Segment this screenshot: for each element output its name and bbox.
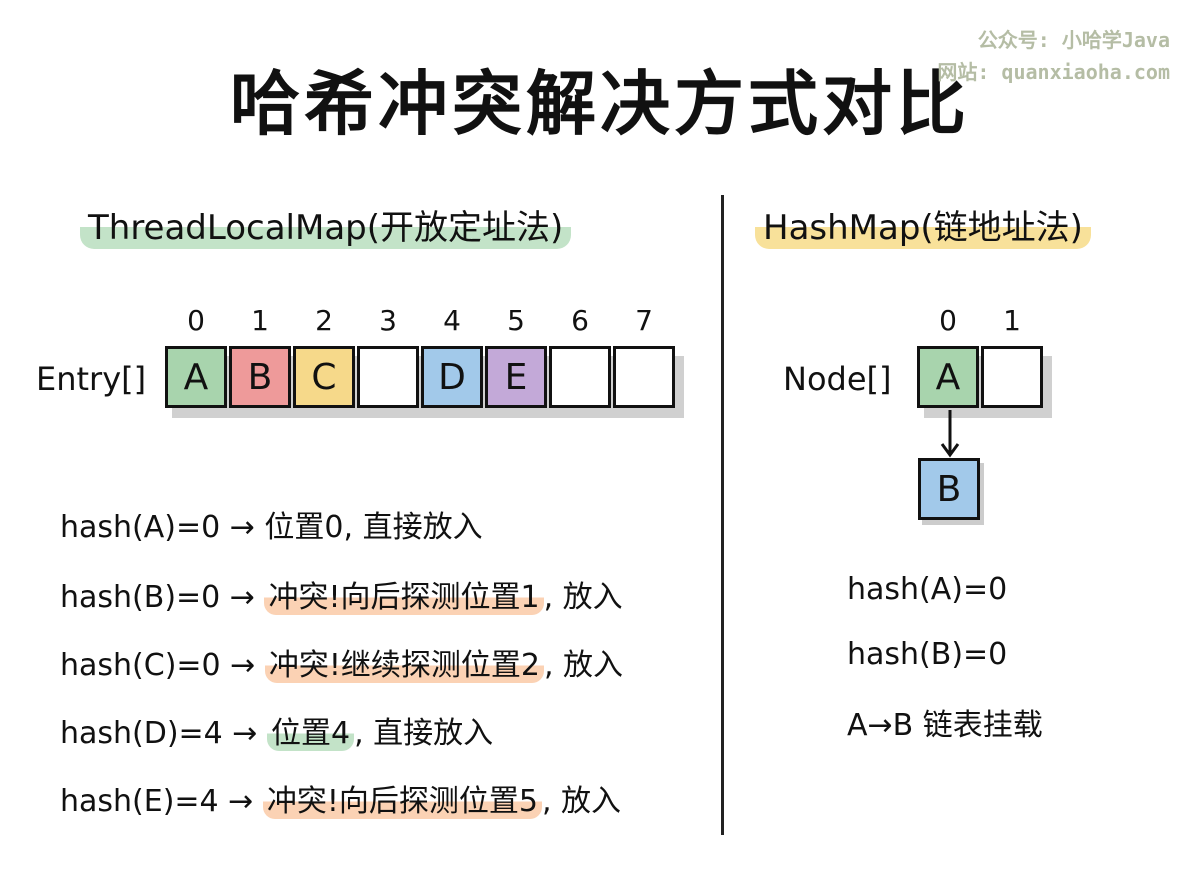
right-subtitle: HashMap(链地址法) (755, 200, 1091, 249)
left-explain-line: hash(A)=0 → 位置0, 直接放入 (60, 502, 483, 546)
line-pre: hash(A)=0 → (60, 510, 265, 545)
cell-value: B (247, 356, 273, 398)
watermark-line2: 网站: quanxiaoha.com (937, 60, 1170, 84)
line-pre: hash(D)=4 → (60, 716, 267, 751)
right-explain-line: hash(A)=0 (847, 572, 1008, 607)
line-hl: 冲突!向后探测位置1 (264, 580, 544, 615)
line-hl: 冲突!向后探测位置5 (262, 784, 542, 819)
left-cell-4: D (421, 346, 483, 408)
left-cell-5: E (485, 346, 547, 408)
line-post: , 放入 (543, 648, 624, 683)
left-cell-3 (357, 346, 419, 408)
left-index-4: 4 (443, 304, 461, 337)
node-array-label: Node[] (783, 360, 892, 398)
left-cell-7 (613, 346, 675, 408)
right-index-1: 1 (1003, 304, 1021, 337)
right-cell-0: A (917, 346, 979, 408)
left-cell-2: C (293, 346, 355, 408)
line-post: , 放入 (543, 580, 623, 615)
left-cell-6 (549, 346, 611, 408)
chain-arrow-icon (940, 410, 960, 458)
right-explain-line: hash(B)=0 (847, 637, 1008, 672)
line-pre: hash(E)=4 → (60, 784, 263, 819)
left-index-5: 5 (507, 304, 525, 337)
chain-node-value: B (936, 468, 962, 510)
cell-value: C (311, 356, 337, 398)
cell-value: D (438, 356, 466, 398)
left-explain-line: hash(B)=0 → 冲突!向后探测位置1, 放入 (60, 572, 623, 616)
line-post: 位置0, 直接放入 (264, 510, 483, 545)
right-explain-line: A→B 链表挂载 (847, 708, 1043, 743)
left-index-6: 6 (571, 304, 589, 337)
left-cell-1: B (229, 346, 291, 408)
left-explain-line: hash(E)=4 → 冲突!向后探测位置5, 放入 (60, 776, 621, 820)
left-index-3: 3 (379, 304, 397, 337)
line-pre: hash(C)=0 → (60, 648, 265, 683)
cell-value: A (183, 356, 209, 398)
line-hl: 冲突!继续探测位置2 (264, 648, 544, 683)
entry-array-label: Entry[] (36, 360, 147, 398)
left-index-2: 2 (315, 304, 333, 337)
left-index-1: 1 (251, 304, 269, 337)
left-explain-line: hash(C)=0 → 冲突!继续探测位置2, 放入 (60, 640, 623, 684)
line-post: , 放入 (541, 784, 622, 819)
page-title: 哈希冲突解决方式对比 (230, 63, 970, 145)
cell-value: A (935, 356, 961, 398)
line-hl: 位置4 (266, 716, 355, 751)
line-pre: hash(B)=0 → (60, 580, 265, 615)
left-cell-0: A (165, 346, 227, 408)
left-index-7: 7 (635, 304, 653, 337)
chain-node-b: B (918, 458, 980, 520)
right-index-0: 0 (939, 304, 957, 337)
left-explain-line: hash(D)=4 → 位置4, 直接放入 (60, 708, 493, 752)
right-cell-1 (981, 346, 1043, 408)
cell-value: E (504, 356, 528, 398)
left-subtitle: ThreadLocalMap(开放定址法) (80, 200, 572, 249)
watermark-line1: 公众号: 小哈学Java (977, 28, 1170, 52)
divider (721, 195, 724, 835)
left-index-0: 0 (187, 304, 205, 337)
line-post: , 直接放入 (354, 716, 494, 751)
